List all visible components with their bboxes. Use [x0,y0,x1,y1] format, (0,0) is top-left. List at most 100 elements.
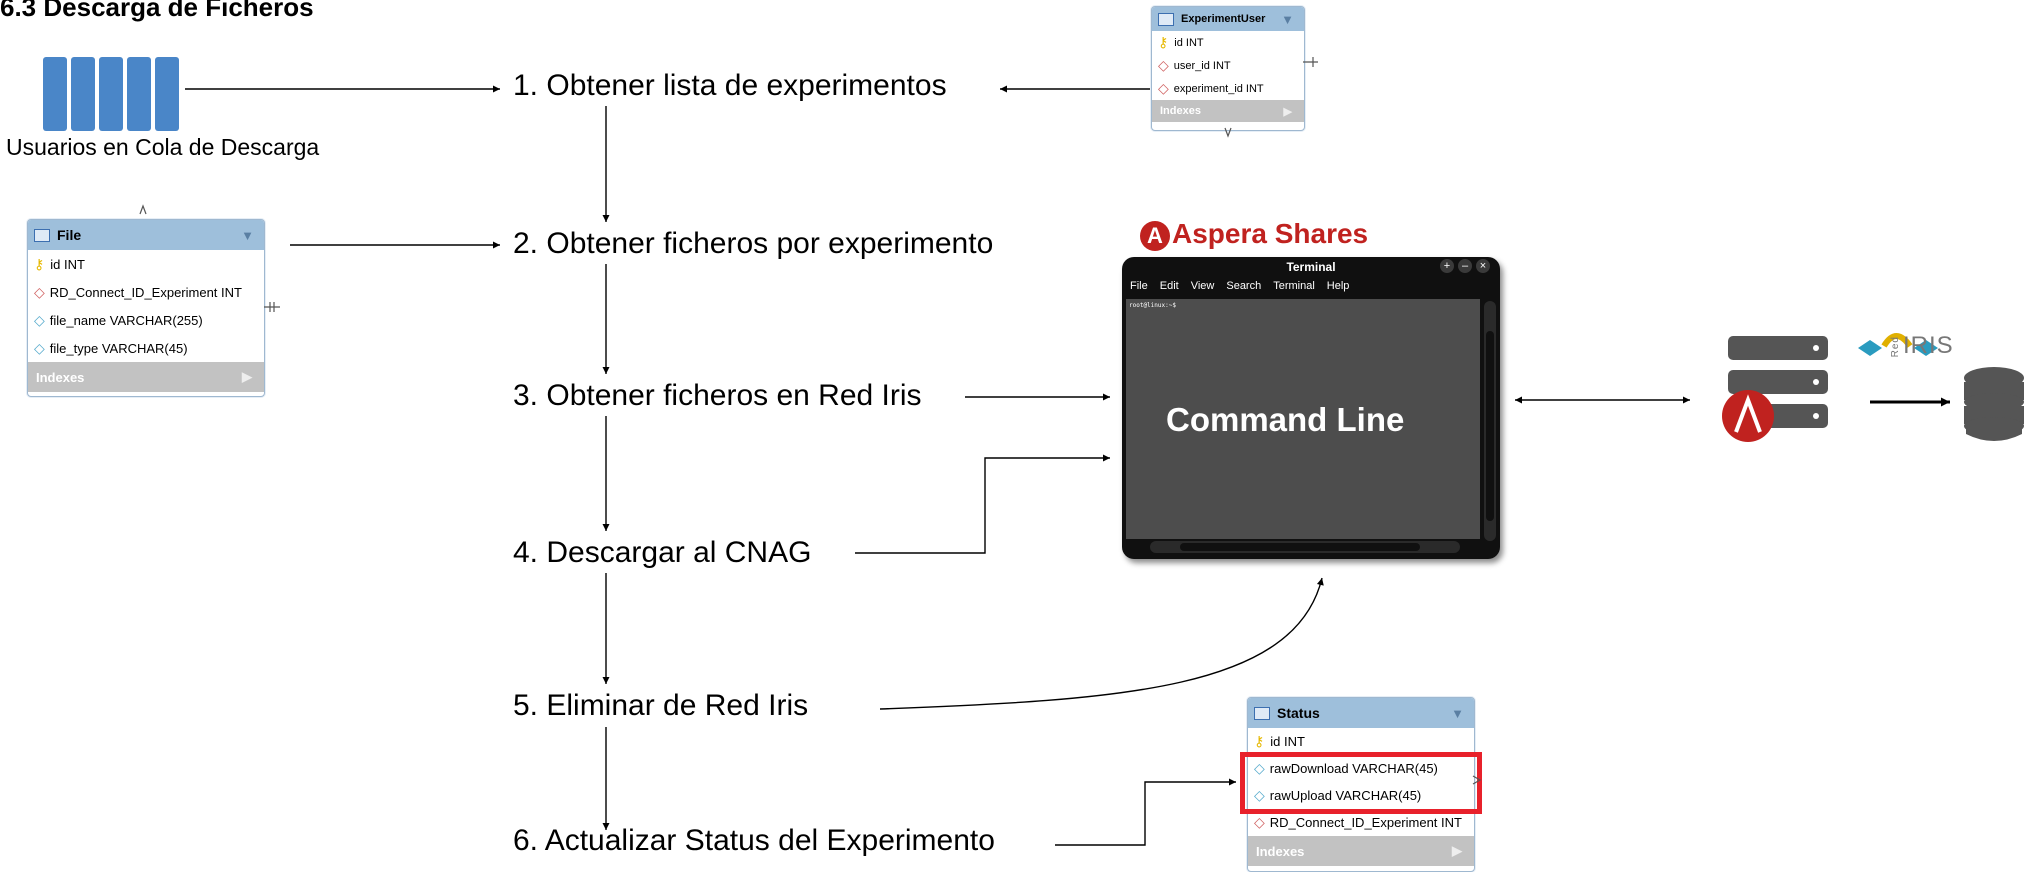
menu-edit[interactable]: Edit [1159,280,1179,292]
terminal-window: Terminal + – × File Edit View Search Ter… [1122,257,1500,559]
horizontal-scrollbar[interactable] [1150,541,1460,553]
terminal-menubar: File Edit View Search Terminal Help [1130,280,1349,292]
foreign-key-icon: ◇ [1254,814,1265,830]
column-label: user_id INT [1173,59,1231,72]
indexes-label: Indexes [36,369,85,385]
window-controls: + – × [1440,259,1490,273]
aspera-logo-icon: A [1140,220,1170,251]
terminal-titlebar: Terminal [1286,260,1336,274]
column-label: file_name VARCHAR(255) [49,312,203,328]
scroll-thumb[interactable] [1180,543,1420,551]
table-column: ◇file_type VARCHAR(45) [28,334,264,362]
relationship-mark [1303,57,1318,67]
indexes-label: Indexes [1160,105,1201,117]
highlight-box [1240,752,1482,814]
menu-help[interactable]: Help [1326,280,1350,292]
column-icon: ◇ [1254,760,1265,776]
arrow-step5-to-terminal [879,577,1324,710]
table-name: File [57,227,82,243]
table-icon [34,228,50,242]
step-5: 5. Eliminar de Red Iris [513,689,809,722]
database-icon [1964,367,2024,441]
close-icon[interactable]: × [1476,259,1490,273]
table-column: ◇ user_id INT [1152,54,1304,77]
table-column: ⚷ id INT [1248,728,1474,755]
column-label: rawUpload VARCHAR(45) [1269,788,1422,803]
relationship-mark [1224,127,1232,138]
key-icon: ⚷ [34,255,45,272]
minimize-icon[interactable]: – [1458,259,1472,273]
terminal-prompt: root@linux:~$ [1129,302,1176,309]
indexes-row: Indexes ▶ [1152,100,1304,122]
status-table: Status ▼ ⚷ id INT ◇ rawDownload VARCHAR(45… [1247,697,1475,872]
menu-search[interactable]: Search [1226,280,1262,292]
file-table: File ▼ ⚷id INT ◇RD_Connect_ID_Experiment… [27,219,265,397]
command-line-label: Command Line [1166,401,1405,438]
terminal-body[interactable]: root@linux:~$ Command Line [1126,299,1480,539]
expand-icon: ▶ [1283,105,1292,118]
rediris-logo: RedIRIS [1890,332,1954,360]
table-header: ExperimentUser ▼ [1152,7,1304,31]
vertical-scrollbar[interactable] [1484,301,1496,541]
menu-file[interactable]: File [1130,280,1148,292]
table-header: Status ▼ [1248,698,1474,728]
table-header: File ▼ [28,220,264,250]
expand-icon: ▶ [242,369,252,384]
table-column: ⚷ id INT [1152,31,1304,54]
arrow-step4-to-terminal [855,454,1110,554]
relationship-mark [1472,775,1482,785]
aspera-logo-icon [1722,390,1774,442]
table-column: ⚷ id INT [28,250,264,278]
key-icon: ⚷ [1158,34,1169,50]
rediris-iris-label: IRIS [1903,332,1954,359]
column-label: rawDownload VARCHAR(45) [1269,761,1438,776]
column-label: RD_Connect_ID_Experiment INT [1269,815,1462,830]
step-1: 1. Obtener lista de experimentos [513,69,947,102]
foreign-key-icon: ◇ [1158,80,1169,96]
table-column: ◇RD_Connect_ID_Experiment INT [28,278,264,306]
column-label: RD_Connect_ID_Experiment INT [49,284,242,300]
indexes-row: Indexes ▶ [1248,836,1474,866]
table-icon [1158,12,1174,26]
column-icon: ◇ [1254,787,1265,803]
collapse-icon: ▼ [1451,705,1464,721]
column-label: experiment_id INT [1173,82,1264,95]
network-logo-icon [1858,333,1938,356]
queue-label: Usuarios en Cola de Descarga [6,134,320,160]
column-label: file_type VARCHAR(45) [49,340,188,356]
column-label: id INT [1270,734,1305,749]
queue-icon [43,57,179,131]
table-column: ◇ RD_Connect_ID_Experiment INT [1248,809,1474,836]
column-icon: ◇ [34,339,45,356]
arrow-step6-to-status [1055,778,1236,846]
collapse-icon: ▼ [1281,11,1294,27]
table-icon [1254,706,1270,720]
indexes-label: Indexes [1256,843,1305,859]
key-icon: ⚷ [1254,733,1265,749]
menu-view[interactable]: View [1190,280,1215,292]
indexes-row: Indexes ▶ [28,362,264,392]
step-4: 4. Descargar al CNAG [513,536,812,569]
table-column: ◇file_name VARCHAR(255) [28,306,264,334]
relationship-mark [264,302,280,312]
scroll-thumb[interactable] [1486,331,1494,521]
table-name: Status [1277,705,1320,721]
column-label: id INT [1174,36,1204,49]
step-2: 2. Obtener ficheros por experimento [513,227,994,260]
maximize-icon[interactable]: + [1440,259,1454,273]
experiment-user-table: ExperimentUser ▼ ⚷ id INT ◇ user_id INT ◇ e… [1151,6,1305,131]
foreign-key-icon: ◇ [34,283,45,300]
foreign-key-icon: ◇ [1158,57,1169,73]
collapse-icon: ▼ [241,227,254,243]
relationship-mark [139,204,147,215]
menu-terminal[interactable]: Terminal [1273,280,1315,292]
table-column: ◇ rawDownload VARCHAR(45) [1248,755,1474,782]
table-name: ExperimentUser [1181,13,1266,25]
column-label: id INT [50,256,85,272]
column-icon: ◇ [34,311,45,328]
expand-icon: ▶ [1452,843,1462,858]
page-title: 6.3 Descarga de Ficheros [0,0,314,22]
step-6: 6. Actualizar Status del Experimento [513,824,995,857]
